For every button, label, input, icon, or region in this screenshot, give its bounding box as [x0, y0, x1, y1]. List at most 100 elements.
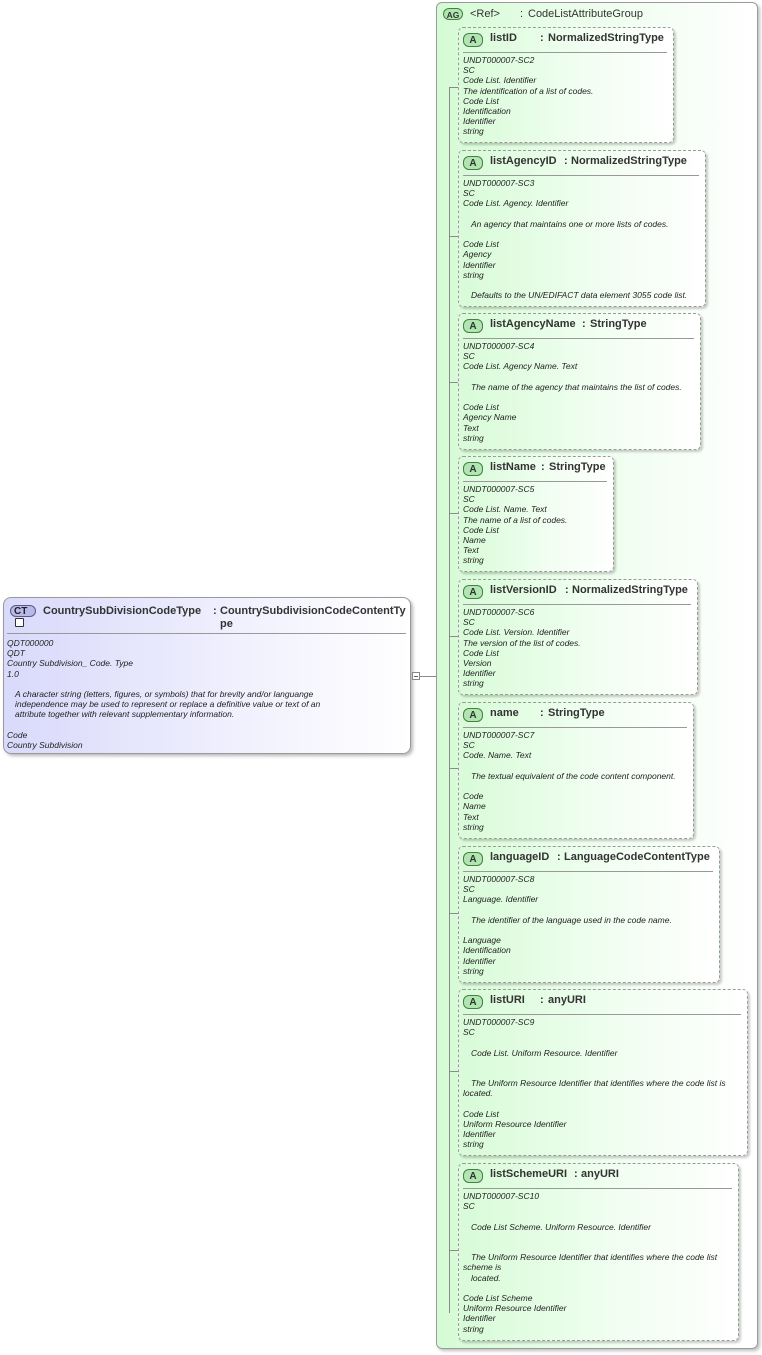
attribute-connector: [449, 1250, 458, 1251]
attribute-type: anyURI: [581, 1168, 619, 1180]
doc-line: Country Subdivision: [7, 740, 83, 750]
attribute-separator: :: [574, 1168, 578, 1180]
attribute-separator: :: [564, 155, 568, 167]
attribute-listSchemeURI: A listSchemeURI : anyURI UNDT000007-SC10…: [458, 1163, 739, 1341]
doc-line: Identification: [463, 106, 511, 117]
doc-line: Code List: [463, 647, 499, 658]
doc-den: Code List. Uniform Resource. Identifier: [471, 1047, 618, 1058]
doc-line: The version of the list of codes.: [463, 637, 581, 648]
doc-line: UNDT000007-SC7: [463, 730, 535, 740]
doc-line: Agency: [463, 249, 492, 260]
attribute-type: StringType: [549, 461, 606, 473]
attribute-divider: [463, 175, 699, 176]
attribute-icon: A: [463, 995, 483, 1009]
doc-line: Uniform Resource Identifier: [463, 1303, 567, 1314]
doc-line: string: [463, 678, 484, 689]
attribute-connector: [449, 768, 458, 769]
attribute-separator: :: [582, 318, 586, 330]
attribute-group-separator: :: [520, 8, 524, 20]
attribute-listAgencyID: A listAgencyID : NormalizedStringType UN…: [458, 150, 706, 307]
attribute-type: anyURI: [548, 994, 586, 1006]
doc-line: SC: [463, 188, 475, 199]
complex-type-divider: [7, 633, 406, 634]
attribute-name: listAgencyID: [490, 155, 557, 167]
attribute-listAgencyName: A listAgencyName : StringType UNDT000007…: [458, 313, 701, 450]
attribute-icon: A: [463, 156, 483, 170]
attribute-listName: A listName : StringType UNDT000007-SC5 S…: [458, 456, 614, 572]
attribute-name: listURI: [490, 994, 525, 1006]
doc-line: Identifier: [463, 1129, 496, 1140]
attribute-languageID: A languageID : LanguageCodeContentType U…: [458, 846, 720, 983]
doc-line: string: [463, 821, 484, 832]
attribute-divider: [463, 52, 667, 53]
doc-line: Code List: [463, 402, 499, 413]
attribute-name: listVersionID: [490, 584, 557, 596]
doc-line: Code List: [463, 1108, 499, 1119]
attribute-icon: A: [463, 708, 483, 722]
doc-line: Identifier: [463, 116, 496, 127]
doc-line: UNDT000007-SC5: [463, 484, 535, 494]
doc-line: Agency Name: [463, 412, 517, 423]
doc-line: string: [463, 126, 484, 137]
doc-line: Country Subdivision_ Code. Type: [7, 658, 133, 669]
attribute-name: listName: [490, 461, 536, 473]
doc-line: Identifier: [463, 668, 496, 679]
doc-line: Code List: [463, 524, 499, 535]
doc-definition: The textual equivalent of the code conte…: [471, 770, 676, 781]
attribute-documentation: UNDT000007-SC8 SC Language. Identifier T…: [463, 874, 715, 976]
doc-line: string: [463, 1139, 484, 1150]
doc-definition: The name of the agency that maintains th…: [471, 381, 682, 392]
doc-line: QDT: [7, 648, 25, 659]
attribute-icon: A: [463, 319, 483, 333]
attribute-documentation: UNDT000007-SC4 SC Code List. Agency Name…: [463, 341, 696, 443]
attribute-divider: [463, 1014, 741, 1015]
doc-definition: The identifier of the language used in t…: [471, 914, 672, 925]
attribute-documentation: UNDT000007-SC9 SC Code List. Uniform Res…: [463, 1017, 743, 1150]
doc-line: string: [463, 432, 484, 443]
doc-line: string: [463, 555, 484, 566]
doc-line: Text: [463, 422, 479, 433]
doc-line: UNDT000007-SC10: [463, 1191, 540, 1201]
doc-line: QDT000000: [7, 638, 54, 648]
complex-type-base-type: CountrySubdivisionCodeContentType: [220, 605, 406, 630]
attribute-listVersionID: A listVersionID : NormalizedStringType U…: [458, 579, 698, 695]
doc-line: SC: [463, 617, 475, 628]
attribute-name: listAgencyName: [490, 318, 576, 330]
doc-line: SC: [463, 1201, 475, 1212]
attribute-separator: :: [540, 32, 544, 44]
attribute-divider: [463, 871, 713, 872]
attribute-documentation: UNDT000007-SC6 SC Code List. Version. Id…: [463, 607, 693, 689]
attribute-separator: :: [540, 994, 544, 1006]
attribute-type: LanguageCodeContentType: [564, 851, 710, 863]
doc-definition-cont: scheme is: [463, 1262, 502, 1273]
attribute-name: listSchemeURI: [490, 1168, 568, 1180]
attribute-icon: A: [463, 585, 483, 599]
doc-line: Code List. Agency Name. Text: [463, 361, 578, 372]
doc-line: Code List Scheme: [463, 1292, 533, 1303]
attribute-group-name: CodeListAttributeGroup: [528, 8, 643, 20]
doc-line: Text: [463, 545, 479, 556]
doc-line: 1.0: [7, 668, 19, 679]
doc-definition-cont: located.: [463, 1088, 493, 1099]
attribute-separator: :: [565, 584, 569, 596]
attribute-documentation: UNDT000007-SC3 SC Code List. Agency. Ide…: [463, 178, 701, 300]
complex-type-separator: :: [213, 605, 217, 617]
doc-line: string: [463, 269, 484, 280]
attribute-icon: A: [463, 33, 483, 47]
doc-line: Code: [463, 791, 484, 802]
attribute-connector: [449, 913, 458, 914]
attribute-type: NormalizedStringType: [571, 155, 687, 167]
doc-line: Code List. Name. Text: [463, 504, 547, 515]
attribute-documentation: UNDT000007-SC10 SC Code List Scheme. Uni…: [463, 1191, 734, 1334]
attribute-name-attr: A name : StringType UNDT000007-SC7 SC Co…: [458, 702, 694, 839]
doc-line: string: [463, 1323, 484, 1334]
attribute-documentation: UNDT000007-SC5 SC Code List. Name. Text …: [463, 484, 609, 566]
complex-type-header: CT CountrySubDivisionCodeType : CountryS…: [8, 602, 406, 630]
doc-line: Identification: [463, 945, 511, 956]
doc-definition: The Uniform Resource Identifier that ide…: [471, 1252, 718, 1263]
doc-definition-cont: located.: [471, 1272, 501, 1283]
complex-type-name: CountrySubDivisionCodeType: [43, 605, 202, 617]
attribute-connector: [449, 513, 458, 514]
collapse-toggle[interactable]: [412, 672, 420, 680]
doc-line: UNDT000007-SC6: [463, 607, 535, 617]
